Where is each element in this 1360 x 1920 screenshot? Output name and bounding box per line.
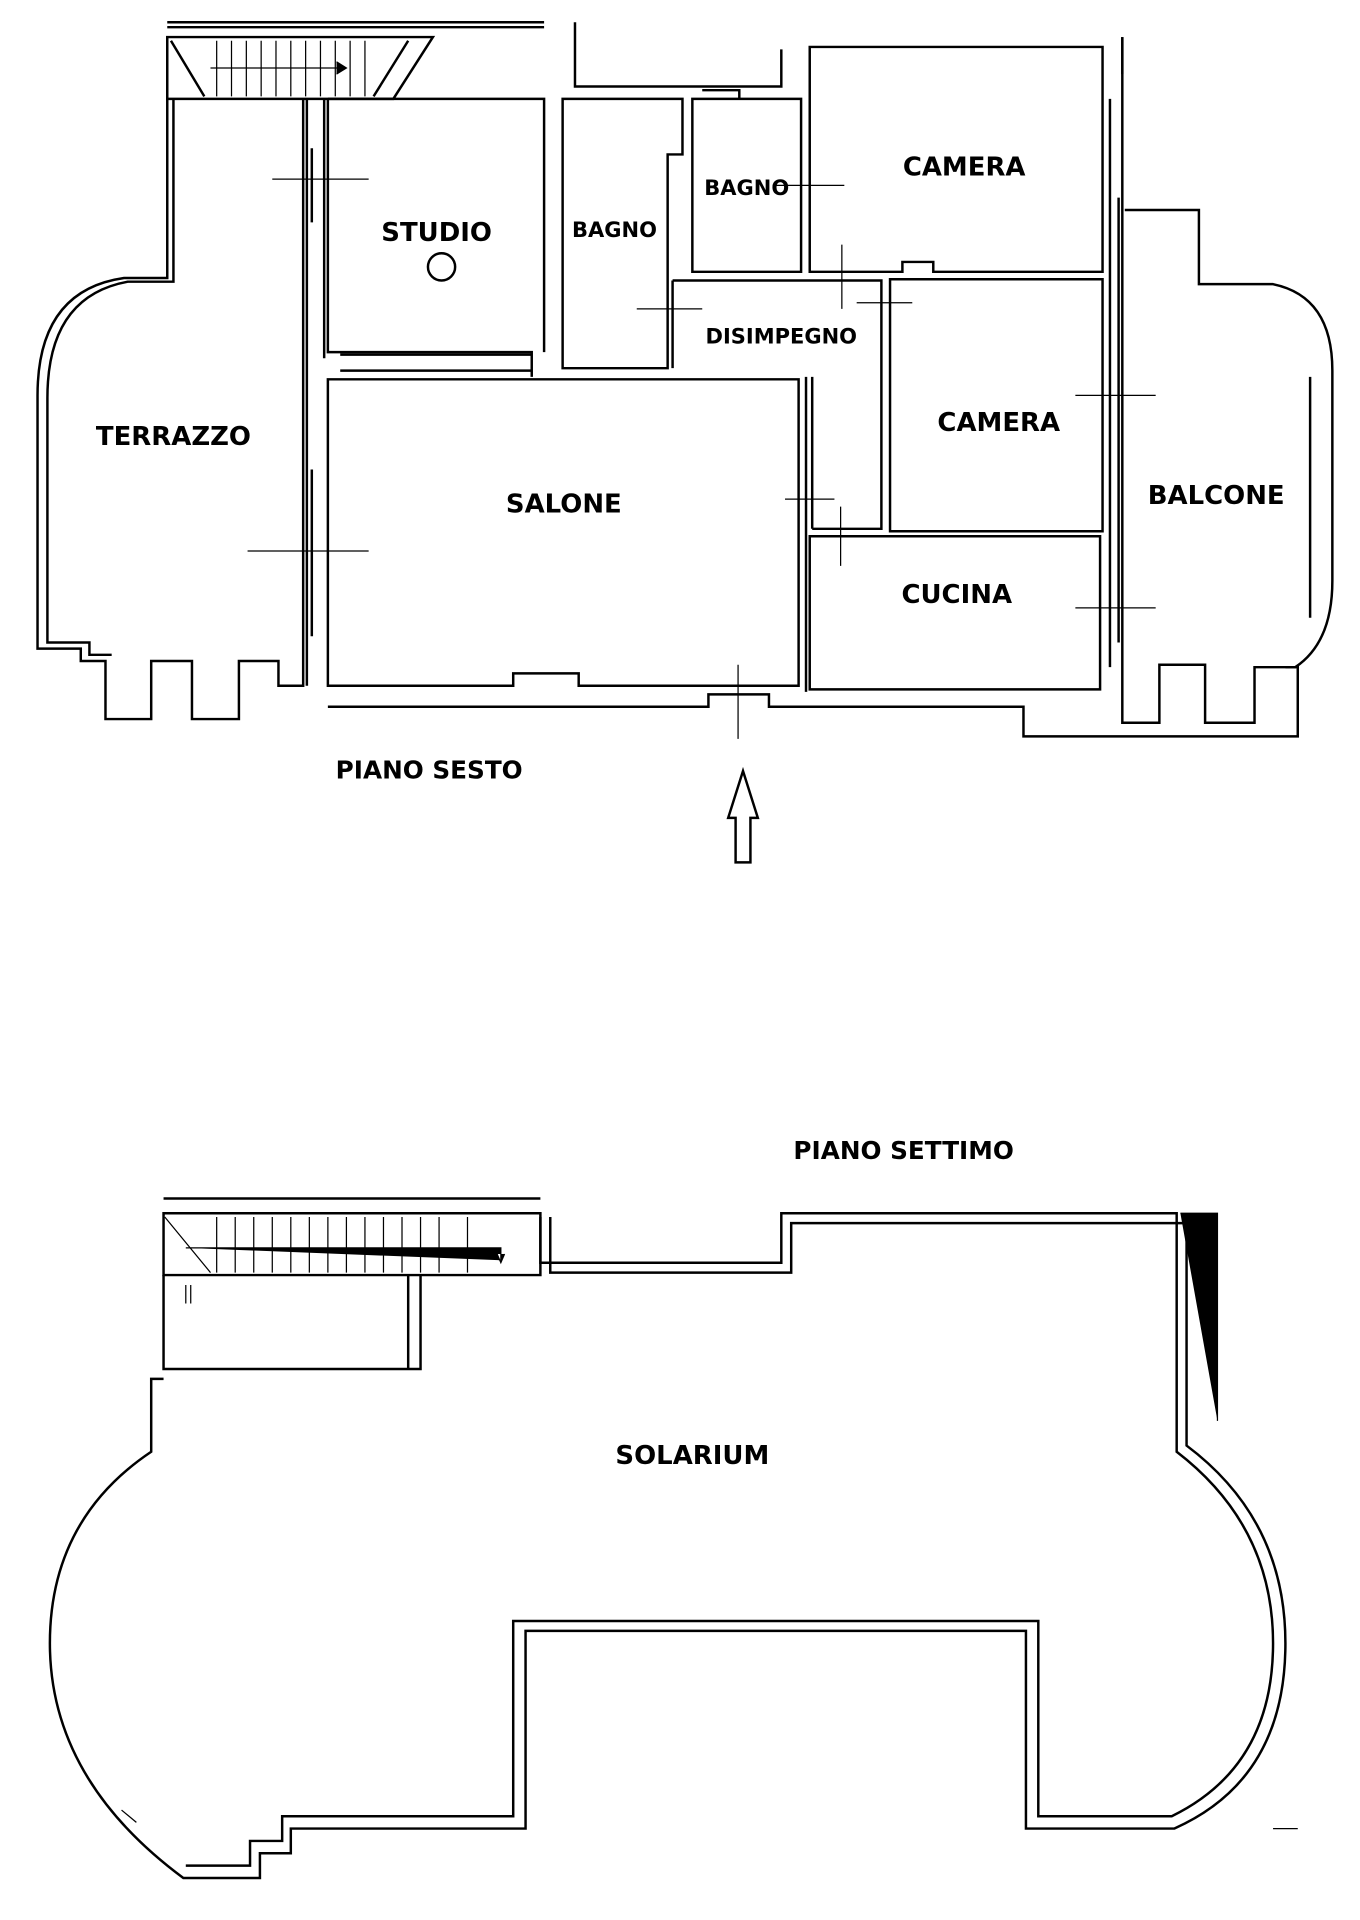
room-label: TERRAZZO [96, 422, 251, 452]
room-label: BALCONE [1148, 481, 1285, 511]
floor-title: PIANO SETTIMO [793, 1136, 1013, 1165]
floor-seventh: PIANO SETTIMO SOLARIUM [48, 1136, 1298, 1880]
floor-sixth: TERRAZZO STUDIO BAGNO BAGNO CAMERA DISIM… [36, 21, 1334, 864]
room-label: DISIMPEGNO [706, 324, 857, 348]
staircase-icon [166, 35, 436, 101]
floor-title: PIANO SESTO [336, 755, 523, 784]
room-label: CAMERA [903, 152, 1026, 182]
room-label: SOLARIUM [615, 1441, 769, 1471]
room-label: SALONE [506, 490, 622, 520]
room-label: BAGNO [704, 176, 789, 200]
room-label: STUDIO [381, 218, 492, 248]
room-label: CAMERA [937, 408, 1060, 438]
entrance-arrow-icon [726, 766, 760, 864]
room-label: CUCINA [901, 580, 1012, 610]
room-label: BAGNO [572, 218, 657, 242]
